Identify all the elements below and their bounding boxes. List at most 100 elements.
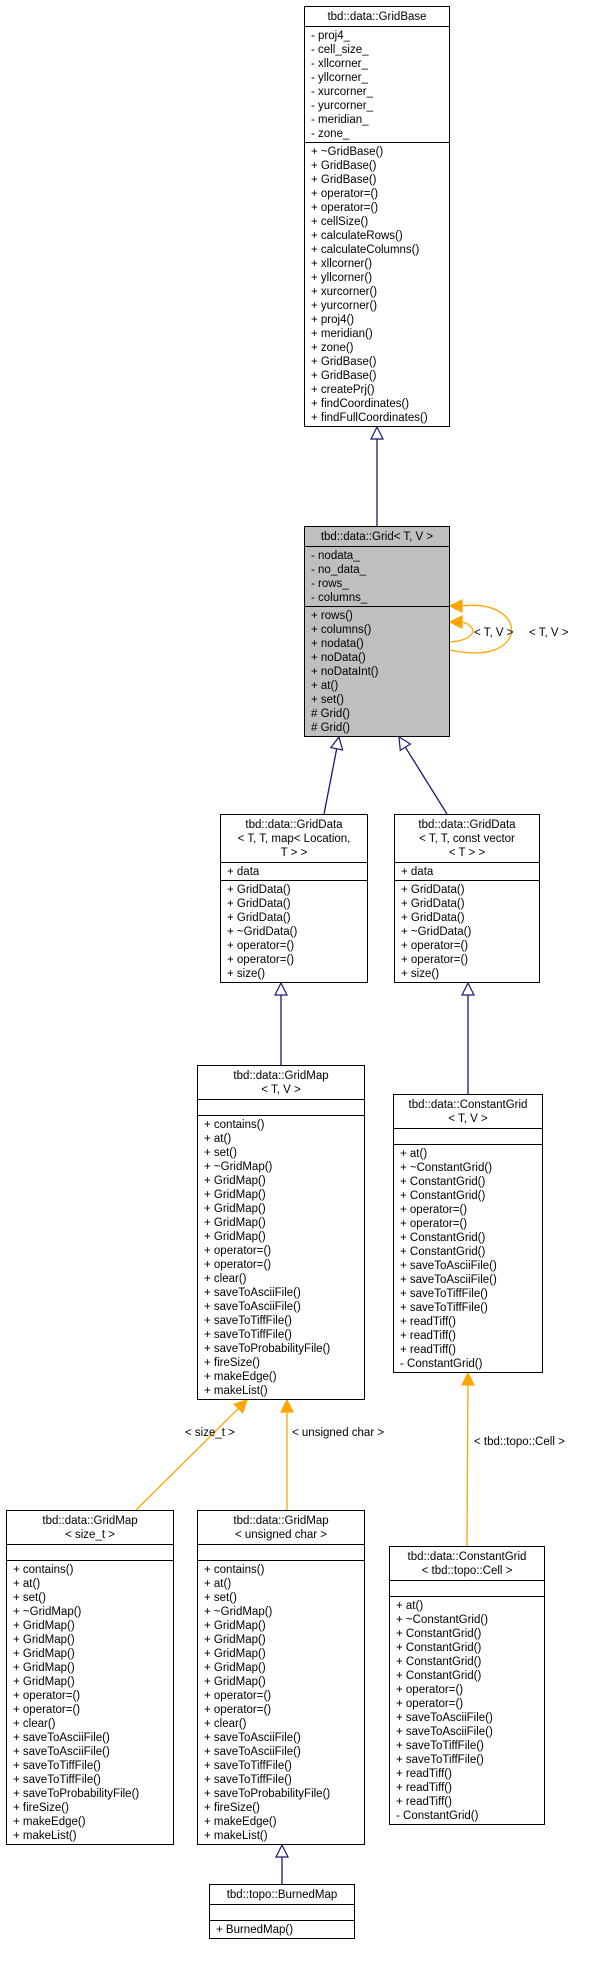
method-item[interactable]: + GridMap() <box>204 1662 266 1674</box>
method-item[interactable]: + operator=() <box>311 188 379 200</box>
method-item[interactable]: + saveToTiffFile() <box>13 1760 101 1772</box>
method-item[interactable]: + size() <box>401 968 440 980</box>
method-item[interactable]: # Grid() <box>311 708 350 720</box>
method-item[interactable]: + saveToTiffFile() <box>204 1315 292 1327</box>
method-item[interactable]: + saveToAsciiFile() <box>204 1287 301 1299</box>
method-item[interactable]: + ConstantGrid() <box>400 1176 486 1188</box>
method-item[interactable]: + GridMap() <box>204 1189 266 1201</box>
class-griddata-map[interactable]: tbd::data::GridData< T, T, map< Location… <box>220 814 368 983</box>
method-item[interactable]: + operator=() <box>396 1698 464 1710</box>
method-item[interactable]: + GridMap() <box>13 1648 75 1660</box>
method-item[interactable]: + saveToTiffFile() <box>396 1754 484 1766</box>
method-item[interactable]: + GridData() <box>227 884 291 896</box>
method-item[interactable]: + noData() <box>311 652 366 664</box>
method-item[interactable]: + ConstantGrid() <box>400 1246 486 1258</box>
method-item[interactable]: + operator=() <box>396 1684 464 1696</box>
method-item[interactable]: + columns() <box>311 624 372 636</box>
method-item[interactable]: + operator=() <box>311 202 379 214</box>
method-item[interactable]: + operator=() <box>401 954 469 966</box>
method-item[interactable]: + GridMap() <box>204 1634 266 1646</box>
method-item[interactable]: + xllcorner() <box>311 258 373 270</box>
method-item[interactable]: + clear() <box>204 1273 247 1285</box>
method-item[interactable]: + readTiff() <box>400 1316 456 1328</box>
method-item[interactable]: + GridData() <box>227 912 291 924</box>
method-item[interactable]: + GridData() <box>227 898 291 910</box>
method-item[interactable]: + saveToTiffFile() <box>204 1774 292 1786</box>
method-item[interactable]: + GridMap() <box>204 1620 266 1632</box>
method-item[interactable]: + fireSize() <box>204 1357 260 1369</box>
method-item[interactable]: + calculateColumns() <box>311 244 420 256</box>
method-item[interactable]: + rows() <box>311 610 353 622</box>
method-item[interactable]: + yurcorner() <box>311 300 378 312</box>
method-item[interactable]: + cellSize() <box>311 216 369 228</box>
method-item[interactable]: + ~GridMap() <box>13 1606 82 1618</box>
method-item[interactable]: + saveToTiffFile() <box>204 1760 292 1772</box>
method-item[interactable]: + GridMap() <box>13 1620 75 1632</box>
method-item[interactable]: + clear() <box>13 1718 56 1730</box>
method-item[interactable]: + ~GridData() <box>227 926 298 938</box>
method-item[interactable]: + calculateRows() <box>311 230 403 242</box>
method-item[interactable]: + saveToAsciiFile() <box>400 1260 497 1272</box>
method-item[interactable]: + zone() <box>311 342 354 354</box>
method-item[interactable]: + at() <box>13 1578 41 1590</box>
method-item[interactable]: + clear() <box>204 1718 247 1730</box>
method-item[interactable]: + ~ConstantGrid() <box>400 1162 493 1174</box>
method-item[interactable]: + contains() <box>204 1564 265 1576</box>
class-griddata-vector[interactable]: tbd::data::GridData< T, T, const vector<… <box>394 814 540 983</box>
attribute-item[interactable]: - no_data_ <box>311 564 366 576</box>
method-item[interactable]: + ConstantGrid() <box>396 1656 482 1668</box>
method-item[interactable]: + GridBase() <box>311 160 377 172</box>
method-item[interactable]: + operator=() <box>13 1704 81 1716</box>
method-item[interactable]: + makeEdge() <box>204 1816 277 1828</box>
class-burnedmap[interactable]: tbd::topo::BurnedMap + BurnedMap() <box>209 1884 355 1939</box>
method-item[interactable]: + at() <box>396 1600 424 1612</box>
method-item[interactable]: + saveToAsciiFile() <box>204 1732 301 1744</box>
method-item[interactable]: + saveToTiffFile() <box>396 1740 484 1752</box>
method-item[interactable]: + yllcorner() <box>311 272 373 284</box>
method-item[interactable]: + saveToProbabilityFile() <box>204 1343 331 1355</box>
method-item[interactable]: + operator=() <box>400 1204 468 1216</box>
method-item[interactable]: + saveToAsciiFile() <box>400 1274 497 1286</box>
method-item[interactable]: # Grid() <box>311 722 350 734</box>
attribute-item[interactable]: + data <box>401 866 434 878</box>
method-item[interactable]: + meridian() <box>311 328 373 340</box>
method-item[interactable]: + GridMap() <box>204 1217 266 1229</box>
class-constantgrid[interactable]: tbd::data::ConstantGrid< T, V > + at()+ … <box>393 1094 543 1373</box>
attribute-item[interactable]: - zone_ <box>311 128 350 140</box>
method-item[interactable]: + makeEdge() <box>204 1371 277 1383</box>
method-item[interactable]: + set() <box>311 694 344 706</box>
method-item[interactable]: + operator=() <box>400 1218 468 1230</box>
method-item[interactable]: + ConstantGrid() <box>400 1232 486 1244</box>
method-item[interactable]: + operator=() <box>204 1690 272 1702</box>
method-item[interactable]: + saveToAsciiFile() <box>204 1301 301 1313</box>
method-item[interactable]: + size() <box>227 968 266 980</box>
method-item[interactable]: + operator=() <box>204 1704 272 1716</box>
method-item[interactable]: + GridMap() <box>204 1676 266 1688</box>
method-item[interactable]: + saveToAsciiFile() <box>396 1712 493 1724</box>
class-gridmap-unsigned-char[interactable]: tbd::data::GridMap< unsigned char > + co… <box>197 1510 365 1845</box>
method-item[interactable]: + saveToAsciiFile() <box>13 1732 110 1744</box>
method-item[interactable]: + proj4() <box>311 314 355 326</box>
method-item[interactable]: + operator=() <box>401 940 469 952</box>
method-item[interactable]: + saveToProbabilityFile() <box>13 1788 140 1800</box>
method-item[interactable]: + GridBase() <box>311 174 377 186</box>
class-constantgrid-cell[interactable]: tbd::data::ConstantGrid< tbd::topo::Cell… <box>389 1546 545 1825</box>
method-item[interactable]: + findCoordinates() <box>311 398 410 410</box>
method-item[interactable]: + ~GridData() <box>401 926 472 938</box>
method-item[interactable]: + saveToAsciiFile() <box>13 1746 110 1758</box>
method-item[interactable]: + GridMap() <box>13 1634 75 1646</box>
method-item[interactable]: + saveToProbabilityFile() <box>204 1788 331 1800</box>
attribute-item[interactable]: - yurcorner_ <box>311 100 373 112</box>
method-item[interactable]: + noDataInt() <box>311 666 379 678</box>
method-item[interactable]: + GridData() <box>401 912 465 924</box>
method-item[interactable]: + GridData() <box>401 884 465 896</box>
method-item[interactable]: + set() <box>13 1592 46 1604</box>
method-item[interactable]: + findFullCoordinates() <box>311 412 428 424</box>
attribute-item[interactable]: - xllcorner_ <box>311 58 368 70</box>
method-item[interactable]: + fireSize() <box>204 1802 260 1814</box>
method-item[interactable]: + readTiff() <box>400 1330 456 1342</box>
method-item[interactable]: + contains() <box>204 1119 265 1131</box>
attribute-item[interactable]: - cell_size_ <box>311 44 369 56</box>
attribute-item[interactable]: - xurcorner_ <box>311 86 373 98</box>
method-item[interactable]: + GridBase() <box>311 356 377 368</box>
